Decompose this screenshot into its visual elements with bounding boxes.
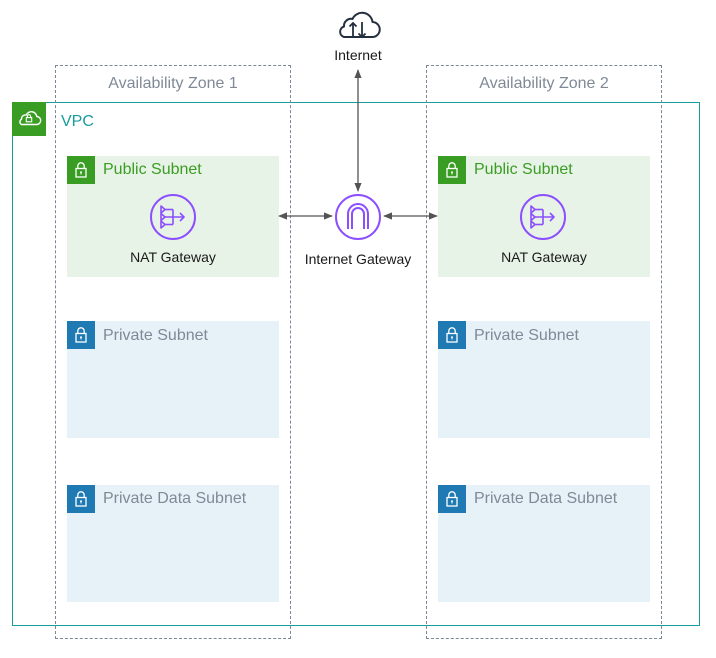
- az2-private-data-subnet-label: Private Data Subnet: [474, 490, 618, 507]
- az1-private-subnet-label: Private Subnet: [103, 327, 208, 344]
- padlock-icon: [75, 491, 87, 507]
- az1-private-subnet-badge: [67, 321, 95, 349]
- az2-private-data-subnet: [438, 485, 650, 602]
- az2-public-subnet-label: Public Subnet: [474, 161, 573, 178]
- nat-gateway-icon: [150, 194, 196, 240]
- az2-private-subnet: [438, 321, 650, 438]
- az2-nat-gateway-label: NAT Gateway: [501, 249, 587, 265]
- internet-label: Internet: [334, 47, 382, 63]
- vpc-badge: [12, 102, 46, 136]
- az2-private-data-subnet-badge: [438, 485, 466, 513]
- padlock-icon: [75, 162, 87, 178]
- az2-private-subnet-badge: [438, 321, 466, 349]
- az1-public-subnet-badge: [67, 156, 95, 184]
- az1-nat-gateway-label: NAT Gateway: [130, 249, 216, 265]
- availability-zone-2-label: Availability Zone 2: [479, 75, 609, 92]
- availability-zone-2: [426, 65, 662, 639]
- az1-public-subnet-label: Public Subnet: [103, 161, 202, 178]
- az1-private-data-subnet-badge: [67, 485, 95, 513]
- az1-private-data-subnet: [67, 485, 279, 602]
- internet-gateway-icon: [335, 194, 381, 240]
- az1-private-data-subnet-label: Private Data Subnet: [103, 490, 247, 507]
- availability-zone-1-label: Availability Zone 1: [108, 75, 238, 92]
- cloud-updown-icon: [339, 11, 381, 39]
- vpc-label: VPC: [61, 113, 94, 130]
- padlock-icon: [446, 491, 458, 507]
- az2-public-subnet-badge: [438, 156, 466, 184]
- padlock-icon: [446, 162, 458, 178]
- az2-private-subnet-label: Private Subnet: [474, 327, 579, 344]
- cloud-lock-icon: [19, 111, 42, 126]
- padlock-icon: [446, 327, 458, 343]
- availability-zone-1: [55, 65, 291, 639]
- nat-gateway-icon: [520, 194, 566, 240]
- padlock-icon: [75, 327, 87, 343]
- internet-gateway-label: Internet Gateway: [304, 251, 412, 267]
- az1-private-subnet: [67, 321, 279, 438]
